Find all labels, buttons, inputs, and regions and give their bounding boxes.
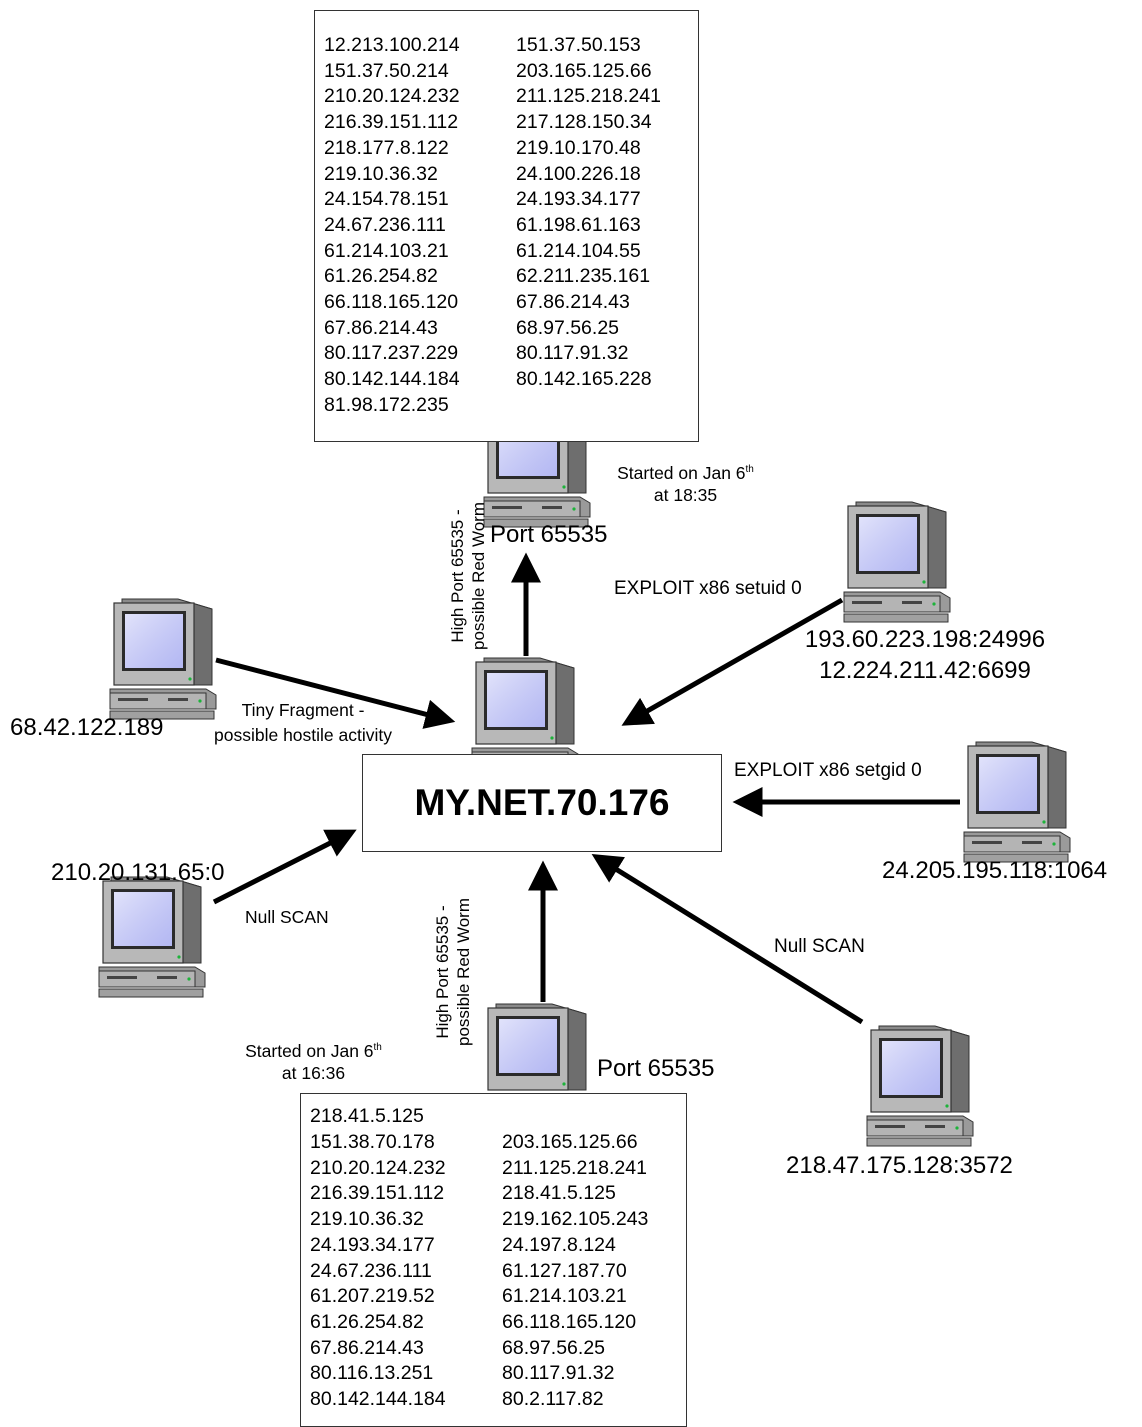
left-top-edge-label: Tiny Fragment - possible hostile activit… <box>188 698 418 748</box>
ip-entry: 61.214.103.21 <box>502 1285 627 1308</box>
ip-entry: 81.98.172.235 <box>324 393 449 416</box>
ip-entry: 80.117.237.229 <box>324 342 459 365</box>
right-top-edge-label: EXPLOIT x86 setuid 0 <box>614 578 802 599</box>
left-top-edge-line2: possible hostile activity <box>214 725 392 745</box>
bottom-edge-line1: High Port 65535 - <box>433 905 452 1039</box>
ip-entry: 210.20.124.232 <box>310 1156 446 1179</box>
ip-entry: 203.165.125.66 <box>516 59 652 82</box>
ip-entry: 24.67.236.111 <box>324 213 446 236</box>
ip-entry: 68.97.56.25 <box>502 1336 606 1359</box>
ip-entry: 80.117.91.32 <box>502 1362 615 1385</box>
left-bottom-edge-label: Null SCAN <box>245 907 329 927</box>
bottom-started-label: Started on Jan 6th at 16:36 <box>226 1040 401 1084</box>
ip-entry: 61.214.103.21 <box>324 239 449 262</box>
right-mid-edge-label: EXPLOIT x86 setgid 0 <box>734 760 922 781</box>
ip-entry: 218.41.5.125 <box>502 1182 616 1205</box>
ip-entry: 80.116.13.251 <box>310 1362 434 1385</box>
ip-entry: 219.162.105.243 <box>502 1208 649 1231</box>
computer-icon <box>963 741 1071 863</box>
ip-entry: 216.39.151.112 <box>310 1182 445 1205</box>
bottom-started-sup: th <box>373 1042 382 1054</box>
ip-entry: 67.86.214.43 <box>516 291 630 314</box>
ip-entry: 24.100.226.18 <box>516 162 641 185</box>
arrow-left-bottom-to-center <box>212 829 357 905</box>
ip-entry: 211.125.218.241 <box>502 1156 647 1179</box>
ip-entry: 67.86.214.43 <box>310 1336 424 1359</box>
ip-entry: 219.10.170.48 <box>516 136 641 159</box>
arrow-left-top-to-center <box>215 657 456 729</box>
ip-entry: 151.37.50.153 <box>516 34 641 56</box>
ip-entry: 211.125.218.241 <box>516 85 661 108</box>
ip-entry: 219.10.36.32 <box>324 162 438 185</box>
computer-icon <box>98 876 206 998</box>
bottom-ip-first: 218.41.5.125 <box>310 1104 424 1130</box>
arrow-right-bottom-to-center <box>591 854 864 1025</box>
top-edge-line1: High Port 65535 - <box>448 509 467 643</box>
ip-entry: 61.127.187.70 <box>502 1259 627 1282</box>
top-started-sup: th <box>745 464 754 476</box>
ip-entry: 61.26.254.82 <box>324 265 438 288</box>
bottom-ip-list-box <box>300 1093 687 1427</box>
computer-icon <box>843 501 951 623</box>
left-top-edge-line1: Tiny Fragment - <box>241 700 365 720</box>
ip-entry: 24.67.236.111 <box>310 1259 432 1282</box>
right-top-address-line2: 12.224.211.42:6699 <box>819 657 1031 684</box>
ip-entry: 219.10.36.32 <box>310 1208 424 1231</box>
ip-entry: 80.142.144.184 <box>324 368 460 391</box>
ip-entry: 61.207.219.52 <box>310 1285 435 1308</box>
ip-entry: 62.211.235.161 <box>516 265 651 288</box>
ip-entry: 80.2.117.82 <box>502 1388 604 1411</box>
bottom-ip-list: 151.38.70.178 203.165.125.66 210.20.124.23… <box>310 1130 672 1413</box>
ip-entry: 216.39.151.112 <box>324 111 459 134</box>
ip-entry: 24.193.34.177 <box>516 188 641 211</box>
ip-entry: 203.165.125.66 <box>502 1131 638 1153</box>
ip-entry: 61.26.254.82 <box>310 1310 424 1333</box>
top-edge-line2: possible Red Worm <box>469 501 488 651</box>
ip-entry: 24.154.78.151 <box>324 188 449 211</box>
left-bottom-address: 210.20.131.65:0 <box>51 859 225 886</box>
central-node-box: MY.NET.70.176 <box>362 754 722 852</box>
right-bottom-edge-label: Null SCAN <box>774 936 865 957</box>
ip-entry: 218.177.8.122 <box>324 136 449 159</box>
ip-entry: 66.118.165.120 <box>324 291 459 314</box>
top-started-label: Started on Jan 6th at 18:35 <box>598 462 773 506</box>
top-ip-list-box <box>314 10 699 442</box>
right-bottom-address: 218.47.175.128:3572 <box>786 1152 1013 1179</box>
bottom-port-label: Port 65535 <box>597 1055 715 1082</box>
ip-entry: 67.86.214.43 <box>324 316 438 339</box>
ip-entry: 218.41.5.125 <box>310 1105 424 1127</box>
bottom-edge-label: High Port 65535 - possible Red Worm <box>432 872 474 1072</box>
ip-entry: 151.38.70.178 <box>310 1131 435 1153</box>
left-top-address: 68.42.122.189 <box>10 714 164 741</box>
top-port-label: Port 65535 <box>490 521 608 548</box>
ip-entry: 80.117.91.32 <box>516 342 629 365</box>
arrow-right-top-to-center <box>621 597 844 726</box>
top-started-line2: at 18:35 <box>653 485 718 505</box>
ip-entry: 66.118.165.120 <box>502 1310 637 1333</box>
right-top-address-line1: 193.60.223.198:24996 <box>804 626 1046 653</box>
ip-entry: 217.128.150.34 <box>516 111 652 134</box>
ip-entry: 68.97.56.25 <box>516 316 620 339</box>
top-ip-list: 12.213.100.214 151.37.50.153 151.37.50.214… <box>324 33 686 419</box>
ip-entry: 210.20.124.232 <box>324 85 460 108</box>
ip-entry: 151.37.50.214 <box>324 59 449 82</box>
ip-entry: 61.198.61.163 <box>516 213 641 236</box>
bottom-started-line2: at 16:36 <box>281 1063 346 1083</box>
ip-entry: 12.213.100.214 <box>324 34 460 56</box>
right-mid-address: 24.205.195.118:1064 <box>882 857 1108 884</box>
top-edge-label: High Port 65535 - possible Red Worm <box>447 476 489 676</box>
ip-entry: 24.197.8.124 <box>502 1233 616 1256</box>
ip-entry: 61.214.104.55 <box>516 239 641 262</box>
ip-entry: 80.142.144.184 <box>310 1388 446 1411</box>
top-started-line1: Started on Jan 6 <box>617 463 746 483</box>
ip-entry: 80.142.165.228 <box>516 368 652 391</box>
bottom-started-line1: Started on Jan 6 <box>245 1041 374 1061</box>
central-node-label: MY.NET.70.176 <box>414 782 670 823</box>
right-top-address: 193.60.223.198:24996 12.224.211.42:6699 <box>780 624 1070 686</box>
computer-icon <box>866 1025 974 1147</box>
bottom-edge-line2: possible Red Worm <box>454 897 473 1047</box>
ip-entry: 24.193.34.177 <box>310 1233 435 1256</box>
